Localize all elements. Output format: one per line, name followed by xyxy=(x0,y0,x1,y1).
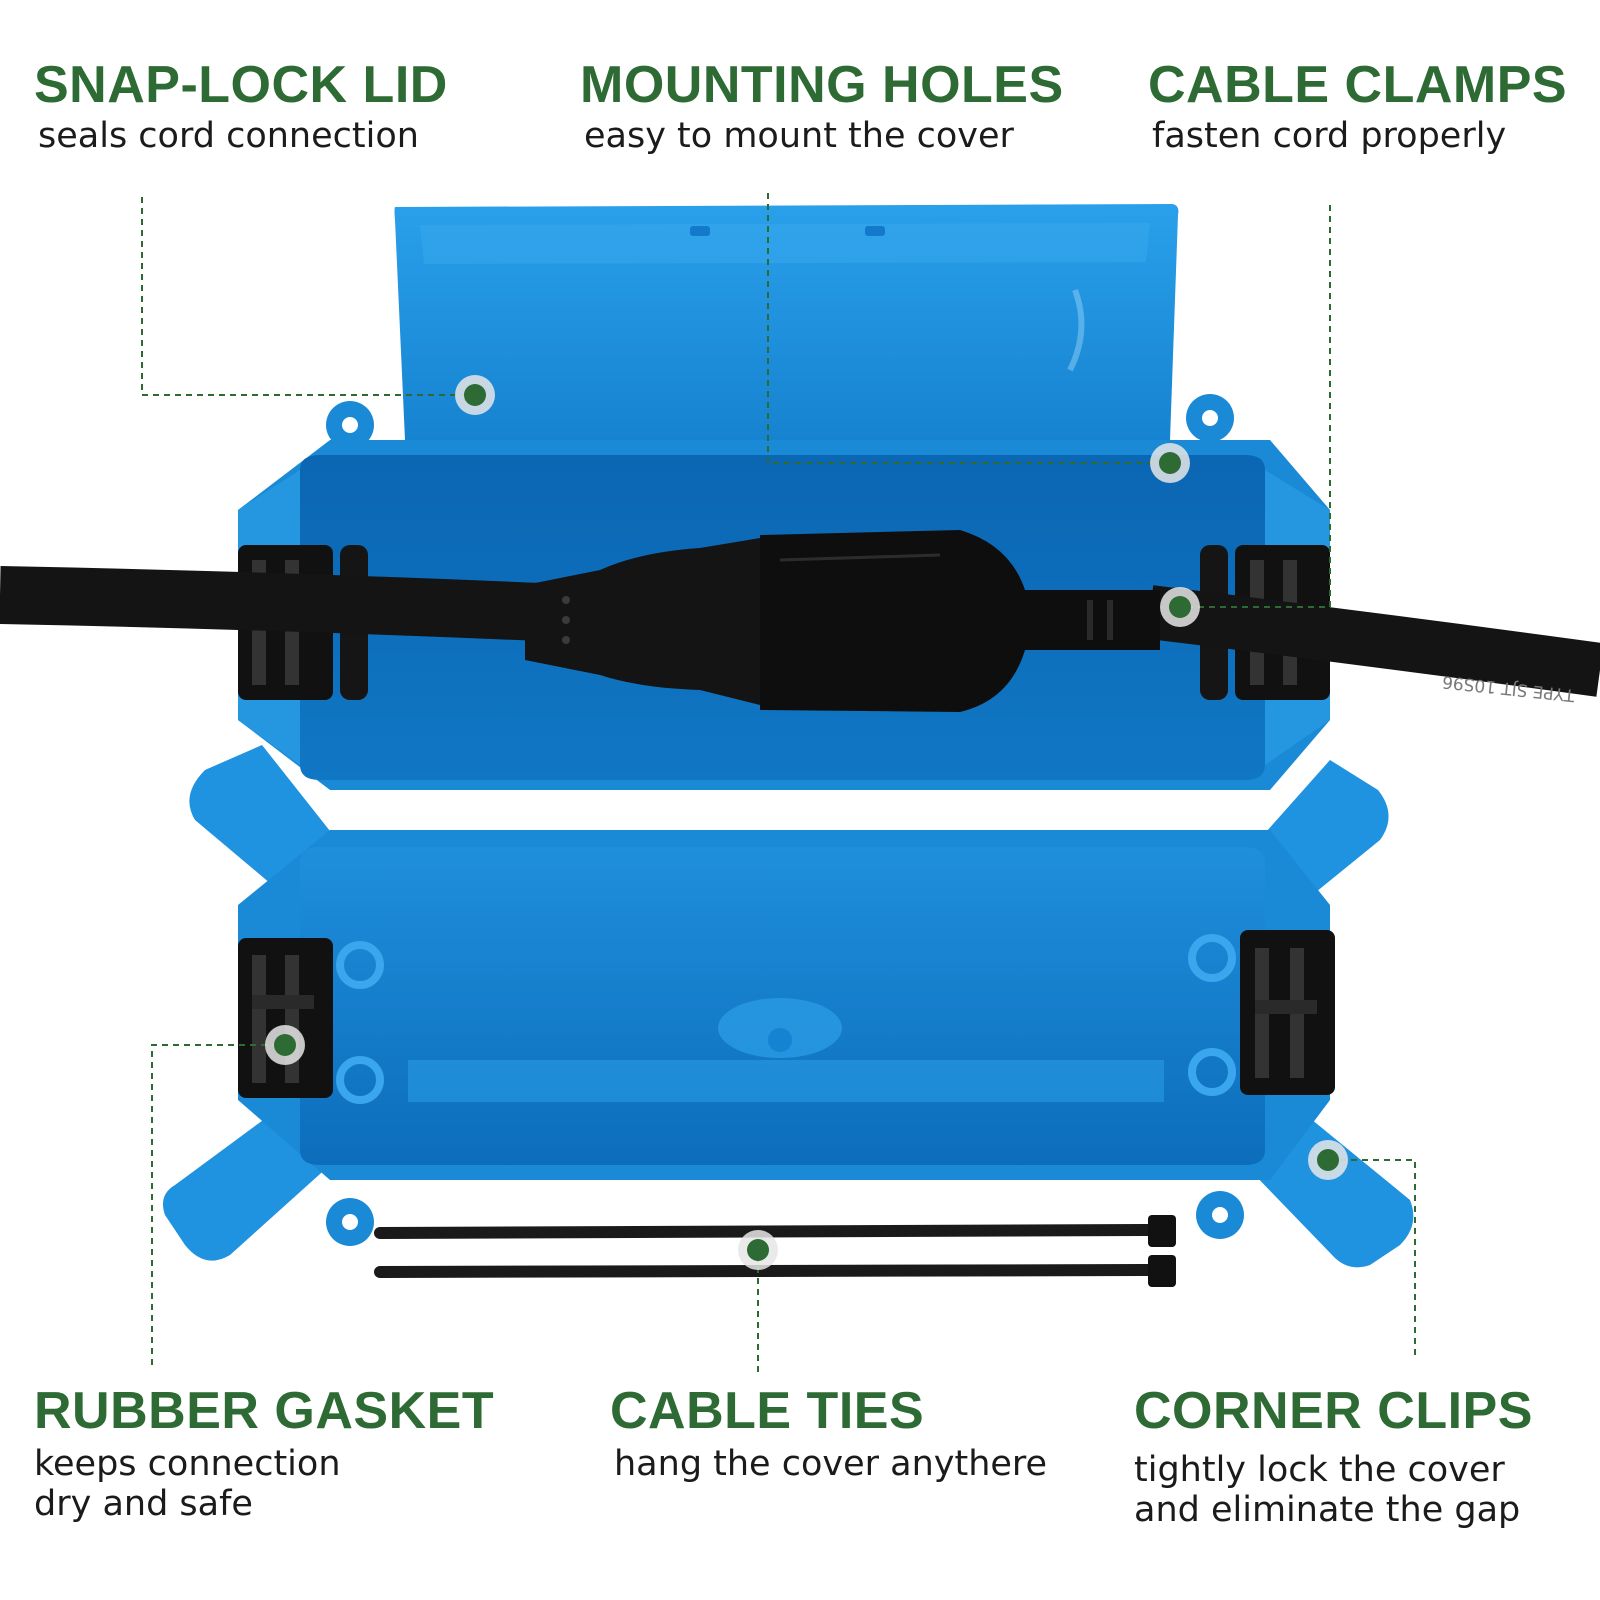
feature-description-line: keeps connection xyxy=(34,1444,341,1484)
rubber-gasket-bottom-right xyxy=(1240,930,1335,1095)
feature-cable-clamps: CABLE CLAMPS fasten cord properly xyxy=(1148,56,1567,156)
feature-description: keeps connection dry and safe xyxy=(34,1444,494,1524)
rubber-gasket-bottom-left xyxy=(238,938,333,1098)
callout-marker-clamps xyxy=(1160,587,1200,627)
feature-description-line: dry and safe xyxy=(34,1484,253,1524)
feature-description-line: tightly lock the cover xyxy=(1134,1450,1505,1490)
callout-leaders xyxy=(141,193,1416,1372)
leader-clamps xyxy=(1180,205,1331,608)
snap-lock-lid xyxy=(394,204,1179,440)
box-bottom-half xyxy=(162,745,1414,1268)
feature-title: RUBBER GASKET xyxy=(34,1382,495,1440)
mounting-hole-top-left xyxy=(326,401,374,449)
feature-snap-lock-lid: SNAP-LOCK LID seals cord connection xyxy=(34,56,448,156)
feature-description-line: easy to mount the cover xyxy=(584,116,1014,156)
feature-title: CABLE CLAMPS xyxy=(1148,56,1568,114)
feature-rubber-gasket: RUBBER GASKET keeps connection dry and s… xyxy=(34,1382,494,1524)
leader-lid xyxy=(141,197,475,396)
callout-marker-gasket xyxy=(265,1025,305,1065)
corner-clip-bottom-left xyxy=(162,1115,330,1261)
feature-description-line: hang the cover anythere xyxy=(614,1444,1048,1484)
leader-clips xyxy=(1328,1159,1416,1355)
feature-description: tightly lock the cover and eliminate the… xyxy=(1134,1450,1533,1530)
leader-holes xyxy=(767,193,1170,464)
feature-corner-clips: CORNER CLIPS tightly lock the cover and … xyxy=(1134,1382,1533,1530)
feature-description-line: seals cord connection xyxy=(38,116,419,156)
feature-description: easy to mount the cover xyxy=(584,116,1064,156)
feature-description: seals cord connection xyxy=(38,116,448,156)
leader-gasket xyxy=(151,1044,285,1365)
feature-title: CORNER CLIPS xyxy=(1134,1382,1533,1440)
feature-description: hang the cover anythere xyxy=(614,1444,1047,1484)
feature-description-line: fasten cord properly xyxy=(1152,116,1507,156)
feature-title: MOUNTING HOLES xyxy=(580,56,1064,114)
extension-cord: TYPE SJT 10S96 xyxy=(0,530,1600,712)
feature-title: SNAP-LOCK LID xyxy=(34,56,448,114)
feature-title: CABLE TIES xyxy=(610,1382,925,1440)
callout-marker-lid xyxy=(455,375,495,415)
feature-cable-ties: CABLE TIES hang the cover anythere xyxy=(610,1382,1047,1484)
mounting-hole-bottom-right xyxy=(1196,1191,1244,1239)
callout-marker-ties xyxy=(738,1230,778,1270)
cable-ties xyxy=(374,1215,1176,1287)
feature-mounting-holes: MOUNTING HOLES easy to mount the cover xyxy=(580,56,1064,156)
mounting-hole-bottom-left xyxy=(326,1198,374,1246)
callout-marker-holes xyxy=(1150,443,1190,483)
mounting-hole-top-right xyxy=(1186,394,1234,442)
callout-marker-clips xyxy=(1308,1140,1348,1180)
feature-description-line: and eliminate the gap xyxy=(1134,1490,1521,1530)
feature-description: fasten cord properly xyxy=(1152,116,1567,156)
